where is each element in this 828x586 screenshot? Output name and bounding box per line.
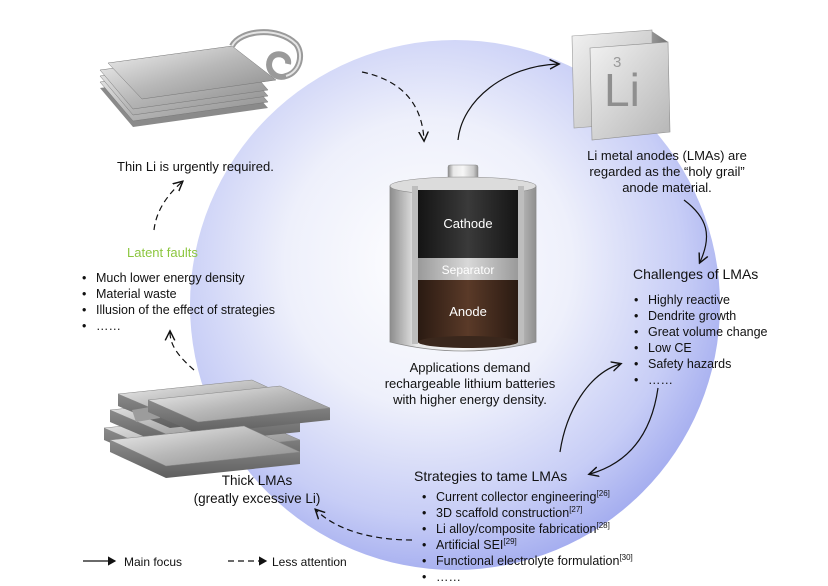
latent-fault-item: Illusion of the effect of strategies xyxy=(80,302,275,318)
strategy-item: …… xyxy=(420,569,633,585)
challenge-item: Highly reactive xyxy=(632,292,768,308)
arrow-thick-to-faults xyxy=(170,332,195,371)
applications-caption-line-3: with higher energy density. xyxy=(393,392,547,407)
cube-element-symbol: Li xyxy=(604,64,640,116)
arrow-challenges-to-strategies xyxy=(590,387,659,474)
strategy-item-text: Artificial SEI xyxy=(436,538,504,552)
legend-less-attention-label: Less attention xyxy=(272,555,347,569)
challenge-item: …… xyxy=(632,372,768,388)
latent-faults-title: Latent faults xyxy=(127,245,198,260)
thick-lma-caption-line-1: Thick LMAs xyxy=(221,473,293,488)
strategy-item: Current collector engineering[26] xyxy=(420,489,633,505)
arrow-strategies-to-thick xyxy=(316,510,413,541)
thin-li-foil-image xyxy=(99,29,304,127)
strategy-item-text: Li alloy/composite fabrication xyxy=(436,522,597,536)
strategy-item-text: Current collector engineering xyxy=(436,490,597,504)
battery-cathode-label: Cathode xyxy=(443,216,493,231)
challenge-item: Dendrite growth xyxy=(632,308,768,324)
strategy-item-text: …… xyxy=(436,570,461,584)
latent-fault-item: …… xyxy=(80,318,275,334)
strategy-item: 3D scaffold construction[27] xyxy=(420,505,633,521)
applications-caption: Applications demand rechargeable lithium… xyxy=(380,360,560,408)
strategy-item-text: 3D scaffold construction xyxy=(436,506,570,520)
strategies-list: Current collector engineering[26] 3D sca… xyxy=(420,489,633,585)
arrow-lma-to-challenges xyxy=(683,199,707,262)
thick-li-stack-image xyxy=(103,379,331,478)
thin-li-caption: Thin Li is urgently required. xyxy=(117,159,274,174)
arrow-battery-to-cube xyxy=(457,64,558,141)
arrow-thin-to-battery xyxy=(361,71,424,140)
strategy-item-ref: [29] xyxy=(503,536,517,546)
latent-faults-list: Much lower energy density Material waste… xyxy=(80,270,275,334)
challenge-item: Great volume change xyxy=(632,324,768,340)
challenges-title: Challenges of LMAs xyxy=(633,266,759,282)
li-element-cube-image xyxy=(571,29,671,141)
legend-main-focus-label: Main focus xyxy=(124,555,183,569)
strategy-item-ref: [28] xyxy=(596,520,610,530)
strategy-item: Li alloy/composite fabrication[28] xyxy=(420,521,633,537)
strategy-item-ref: [27] xyxy=(569,504,583,514)
strategy-item: Functional electrolyte formulation[30] xyxy=(420,553,633,569)
battery-anode-label: Anode xyxy=(449,304,487,319)
cube-atomic-number: 3 xyxy=(613,54,622,71)
lma-caption: Li metal anodes (LMAs) are regarded as t… xyxy=(572,148,762,196)
applications-caption-line-2: rechargeable lithium batteries xyxy=(384,376,556,391)
lma-caption-line-1: Li metal anodes (LMAs) are xyxy=(587,148,747,163)
latent-fault-item: Much lower energy density xyxy=(80,270,275,286)
strategies-title: Strategies to tame LMAs xyxy=(414,468,568,484)
applications-caption-line-1: Applications demand xyxy=(409,360,531,375)
thick-lma-caption-line-2: (greatly excessive Li) xyxy=(193,491,321,506)
challenge-item: Low CE xyxy=(632,340,768,356)
strategy-item-text: Functional electrolyte formulation xyxy=(436,554,620,568)
challenge-item: Safety hazards xyxy=(632,356,768,372)
arrow-faults-to-thin xyxy=(153,182,182,231)
strategy-item-ref: [26] xyxy=(596,488,610,498)
latent-fault-item: Material waste xyxy=(80,286,275,302)
arrow-strategies-to-challenges xyxy=(559,364,620,453)
challenges-list: Highly reactive Dendrite growth Great vo… xyxy=(632,292,768,388)
lma-caption-line-3: anode material. xyxy=(622,180,712,195)
thick-lma-caption: Thick LMAs (greatly excessive Li) xyxy=(172,472,342,508)
battery-separator-label: Separator xyxy=(441,263,495,277)
strategy-item: Artificial SEI[29] xyxy=(420,537,633,553)
lma-caption-line-2: regarded as the “holy grail” xyxy=(589,164,745,179)
strategy-item-ref: [30] xyxy=(619,552,633,562)
battery-cell-image xyxy=(389,164,537,352)
